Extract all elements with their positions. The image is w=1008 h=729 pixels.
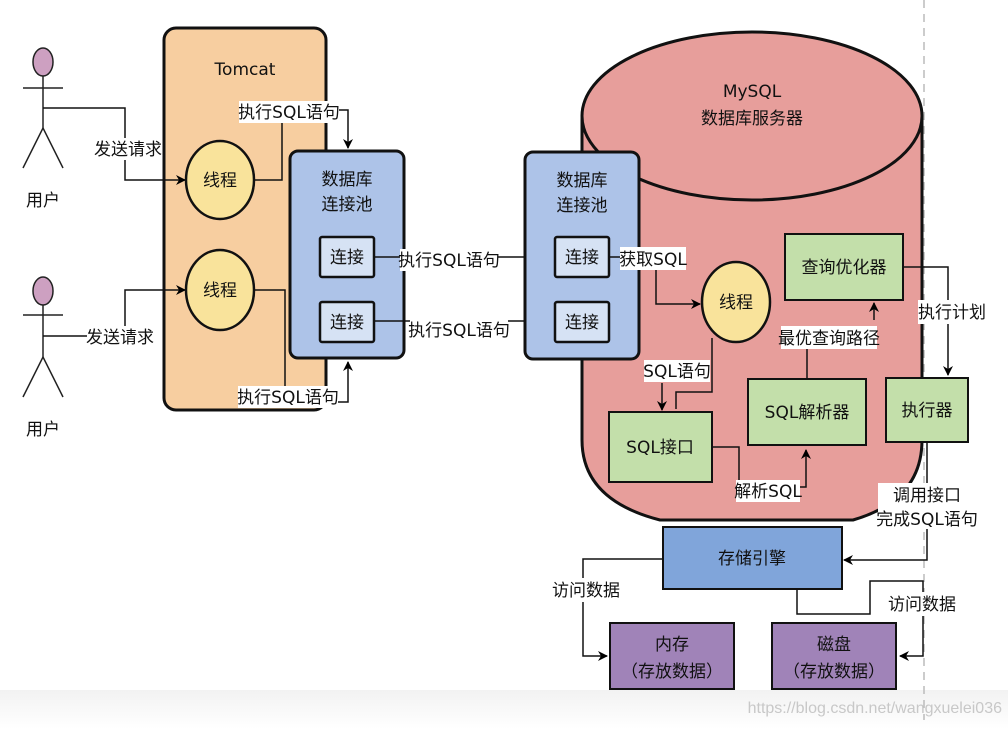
- disk-label: 磁盘: [817, 635, 851, 655]
- server-connection-2: [553, 300, 611, 344]
- send-request-label: 发送请求: [86, 328, 154, 348]
- mysql-thread: [700, 260, 772, 344]
- executor-box: [885, 377, 969, 443]
- get-sql-label: 获取SQL: [619, 250, 687, 270]
- pool-title: 数据库: [322, 170, 373, 190]
- actor-head-icon: [32, 276, 54, 306]
- mysql-cylinder-top: [580, 30, 924, 202]
- disk-box: [771, 622, 897, 690]
- user-actor-2: 用户: [22, 276, 64, 440]
- call-interface-label: 调用接口: [893, 486, 961, 506]
- memory-label: 内存: [655, 635, 689, 655]
- best-path-label: 最优查询路径: [778, 329, 880, 349]
- memory-sublabel: （存放数据）: [621, 662, 723, 682]
- bottom-fade: [0, 690, 1008, 729]
- request-connector-2: [43, 285, 186, 337]
- thread-label: 线程: [719, 293, 753, 313]
- pool-title: 数据库: [557, 171, 608, 191]
- client-connection-2: [318, 300, 376, 344]
- mysql-title: MySQL: [723, 82, 782, 102]
- sql-parser-label: SQL解析器: [765, 403, 850, 423]
- parse-sql-label: 解析SQL: [734, 482, 802, 502]
- user-label: 用户: [26, 191, 60, 211]
- executor-label: 执行器: [902, 401, 953, 421]
- exec-plan-connector: [903, 266, 953, 376]
- thread-label: 线程: [203, 171, 237, 191]
- sql-statement-label: SQL语句: [643, 362, 711, 382]
- access-data-label: 访问数据: [888, 595, 956, 615]
- thread-label: 线程: [203, 281, 237, 301]
- storage-engine-label: 存储引擎: [718, 549, 786, 569]
- sql-interface-label: SQL接口: [626, 438, 694, 458]
- connection-label: 连接: [330, 313, 364, 333]
- exec-sql-label: 执行SQL语句: [237, 388, 339, 408]
- watermark: https://blog.csdn.net/wangxuelei036: [747, 700, 1002, 717]
- user-actor-1: 用户: [22, 47, 64, 211]
- disk-sublabel: （存放数据）: [783, 662, 885, 682]
- mysql-subtitle: 数据库服务器: [701, 109, 803, 129]
- access-memory-connector: [582, 558, 663, 661]
- link-exec-sql-label: 执行SQL语句: [408, 321, 510, 341]
- send-request-label: 发送请求: [94, 140, 162, 160]
- storage-engine-box: [662, 526, 843, 590]
- sql-statement-connector: [675, 338, 713, 409]
- actor-head-icon: [32, 47, 54, 77]
- query-optimizer-label: 查询优化器: [802, 258, 887, 278]
- pool-title: 连接池: [557, 196, 608, 216]
- memory-box: [609, 622, 735, 690]
- complete-sql-label: 完成SQL语句: [876, 510, 978, 530]
- connection-label: 连接: [565, 313, 599, 333]
- query-optimizer-box: [784, 233, 904, 301]
- user-label: 用户: [26, 420, 60, 440]
- exec-sql-label: 执行SQL语句: [238, 103, 340, 123]
- link-exec-sql-label: 执行SQL语句: [398, 251, 500, 271]
- connection-label: 连接: [565, 248, 599, 268]
- sql-parser-box: [747, 378, 867, 446]
- exec-plan-label: 执行计划: [918, 303, 986, 323]
- access-data-label: 访问数据: [552, 581, 620, 601]
- call-interface-connector: [843, 442, 928, 565]
- access-disk-connector: [796, 580, 924, 661]
- connection-label: 连接: [330, 248, 364, 268]
- tomcat-title: Tomcat: [214, 60, 276, 80]
- pool-title: 连接池: [322, 195, 373, 215]
